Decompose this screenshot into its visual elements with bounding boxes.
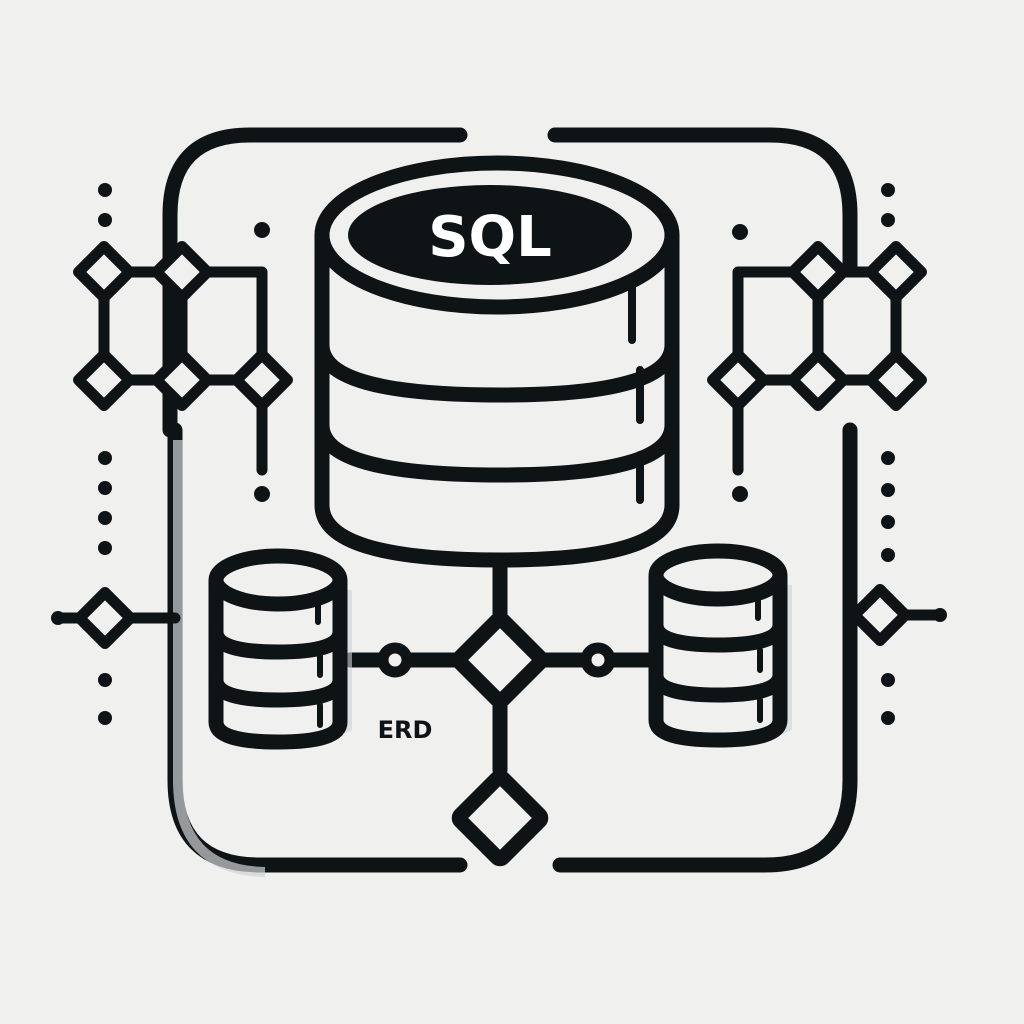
diamond-node-icon	[231, 349, 293, 411]
diamond-node-icon	[451, 611, 549, 709]
diamond-node-icon	[151, 241, 213, 303]
diamond-node-icon	[865, 241, 927, 303]
diamond-node-icon	[865, 349, 927, 411]
diamond-node-icon	[707, 349, 769, 411]
small-database-icon-left	[208, 548, 352, 750]
diamond-node-icon	[787, 349, 849, 411]
center-connector-tree	[342, 552, 658, 867]
dot-ornament-icon	[254, 486, 270, 502]
diamond-node-icon	[73, 241, 135, 303]
right-diamond-network	[707, 224, 927, 502]
diamond-node-icon	[787, 241, 849, 303]
outer-frame	[162, 127, 858, 877]
left-dotted-column	[51, 183, 181, 725]
left-diamond-network	[73, 222, 293, 502]
circle-connector-icon	[377, 642, 413, 678]
diamond-node-icon	[451, 769, 549, 867]
dot-ornament-icon	[732, 486, 748, 502]
diamond-node-icon	[151, 349, 213, 411]
diamond-node-icon	[73, 349, 135, 411]
sql-label: SQL	[428, 205, 552, 270]
dot-ornament-icon	[732, 224, 748, 240]
right-dotted-column	[844, 183, 947, 725]
circle-connector-icon	[580, 642, 616, 678]
erd-label: ERD	[378, 716, 433, 744]
diamond-node-icon	[74, 587, 136, 649]
small-database-icon-right	[648, 543, 792, 748]
diamond-node-icon	[849, 584, 911, 646]
dot-ornament-icon	[254, 222, 270, 238]
sql-database-icon: SQL	[314, 155, 680, 568]
